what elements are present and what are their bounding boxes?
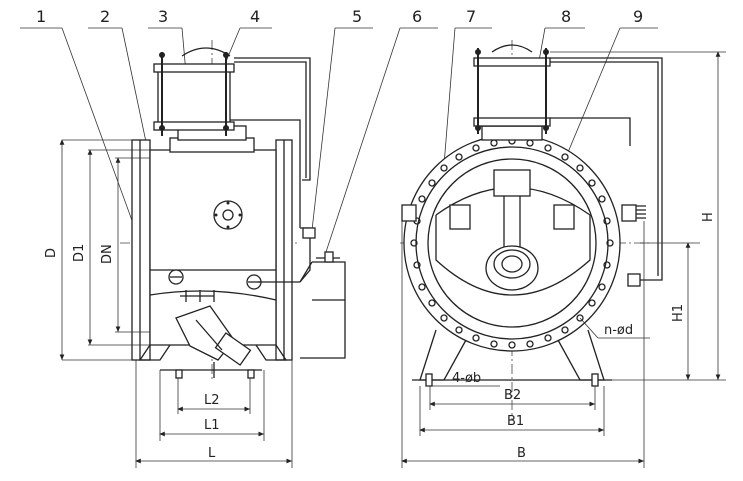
dim-D: D <box>44 248 59 258</box>
callout-3: 3 <box>158 7 168 26</box>
callout-8: 8 <box>561 7 571 26</box>
callout-6: 6 <box>412 7 422 26</box>
dim-4-phi-b: 4-øb <box>452 371 481 386</box>
callout-4: 4 <box>250 7 260 26</box>
dim-H: H <box>701 212 716 222</box>
front-dimensions <box>401 51 726 468</box>
front-view <box>400 40 663 420</box>
callout-9: 9 <box>633 7 643 26</box>
dim-L1: L1 <box>204 418 220 433</box>
dim-H1: H1 <box>671 304 686 322</box>
callout-1: 1 <box>36 7 46 26</box>
dim-DN: DN <box>100 244 115 264</box>
callout-5: 5 <box>352 7 362 26</box>
callout-2: 2 <box>100 7 110 26</box>
dim-D1: D1 <box>72 244 87 262</box>
dim-B2: B2 <box>504 388 521 403</box>
side-dimensions <box>59 139 293 468</box>
dim-L2: L2 <box>204 393 220 408</box>
flange-bolt-holes <box>410 137 614 349</box>
dim-B1: B1 <box>507 414 524 429</box>
callout-7: 7 <box>466 7 476 26</box>
dim-L: L <box>208 446 216 461</box>
dim-B: B <box>517 446 526 461</box>
dim-n-phi-d: n-ød <box>604 323 633 338</box>
side-view <box>120 40 346 380</box>
